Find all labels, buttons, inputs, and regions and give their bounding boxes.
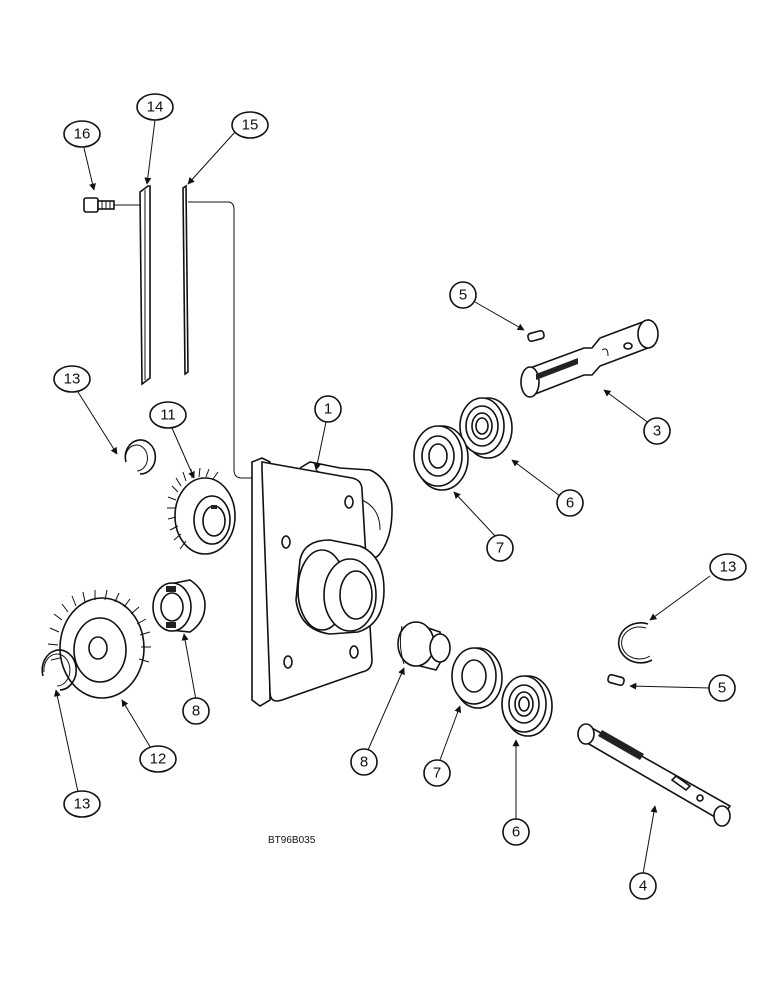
svg-text:8: 8	[192, 703, 200, 720]
callout-6-lower: 6	[502, 818, 530, 846]
callout-7-lower: 7	[423, 759, 451, 787]
callout-6-upper: 6	[556, 489, 584, 517]
svg-text:13: 13	[720, 559, 737, 576]
callout-15: 15	[231, 111, 269, 139]
callout-4: 4	[629, 872, 657, 900]
callout-14: 14	[136, 93, 174, 121]
large-bevel-gear-part	[47, 589, 151, 699]
snap-ring-lower-left-part	[41, 649, 77, 691]
svg-text:14: 14	[147, 99, 164, 116]
callout-13-upper-left: 13	[53, 365, 91, 393]
callout-1: 1	[314, 395, 342, 423]
bearing-upper-part	[459, 397, 513, 459]
bushing-right-part	[397, 621, 451, 671]
callout-5-lower: 5	[708, 674, 736, 702]
svg-text:12: 12	[150, 751, 167, 768]
seal-lower-part	[451, 647, 503, 709]
svg-text:1: 1	[324, 401, 332, 418]
svg-text:8: 8	[360, 754, 368, 771]
callout-8-right: 8	[350, 748, 378, 776]
svg-text:7: 7	[433, 765, 441, 782]
leader-lines	[53, 119, 711, 875]
gearbox-housing-part	[251, 457, 393, 707]
bearing-lower-part	[501, 675, 553, 737]
figure-code: BT96B035	[268, 835, 316, 846]
bolt-part	[83, 197, 115, 213]
svg-text:5: 5	[718, 680, 726, 697]
gasket-plate-part	[139, 185, 151, 386]
svg-text:13: 13	[64, 371, 81, 388]
svg-text:13: 13	[74, 796, 91, 813]
callout-3: 3	[643, 417, 671, 445]
callout-13-lower-left: 13	[63, 790, 101, 818]
svg-text:4: 4	[639, 878, 647, 895]
small-bevel-gear-part	[167, 467, 236, 555]
callout-7-upper: 7	[486, 534, 514, 562]
svg-text:6: 6	[512, 824, 520, 841]
svg-text:5: 5	[459, 287, 467, 304]
svg-text:11: 11	[160, 407, 176, 424]
lower-shaft-part	[577, 723, 732, 827]
upper-shaft-part	[520, 318, 659, 398]
svg-text:3: 3	[653, 423, 661, 440]
callout-16: 16	[63, 120, 101, 148]
shim-part	[182, 184, 189, 376]
callout-12: 12	[139, 745, 177, 773]
callout-8-left: 8	[182, 697, 210, 725]
callout-13-right: 13	[709, 553, 747, 581]
svg-text:15: 15	[242, 117, 259, 134]
svg-text:16: 16	[74, 126, 91, 143]
key-upper-part	[527, 329, 545, 343]
snap-ring-right-part	[617, 622, 653, 664]
svg-text:7: 7	[496, 540, 504, 557]
callout-5-upper: 5	[449, 281, 477, 309]
svg-text:6: 6	[566, 495, 574, 512]
assembly-lead-line	[188, 201, 258, 479]
seal-upper-part	[413, 425, 469, 491]
snap-ring-upper-left-part	[124, 439, 157, 475]
callout-11: 11	[149, 401, 187, 429]
bushing-left-part	[152, 579, 206, 633]
key-lower-part	[607, 673, 625, 687]
